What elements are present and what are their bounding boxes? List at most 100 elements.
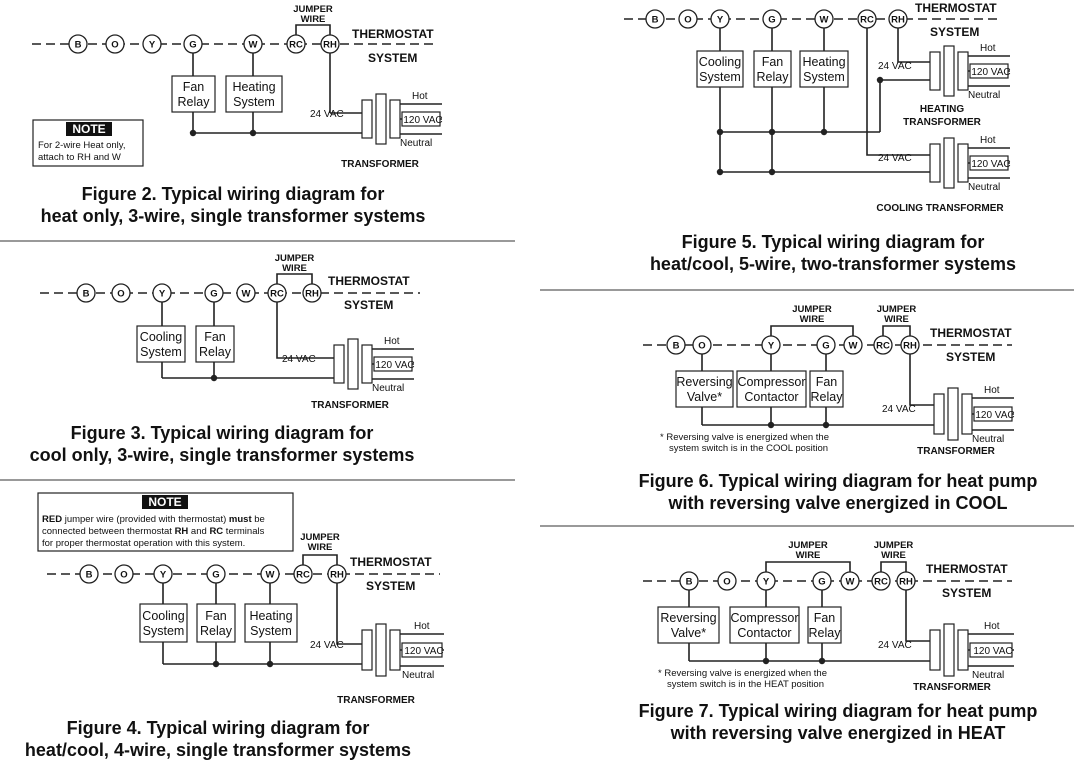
terminal-label: Y [149, 39, 156, 50]
junction-dot [820, 128, 828, 136]
jumper-label: JUMPER [792, 304, 832, 315]
vac120-label-box [401, 111, 441, 127]
terminal-circle [873, 335, 893, 355]
caption-line: Figure 3. Typical wiring diagram for [71, 423, 374, 443]
transformer-coil [929, 143, 941, 183]
component-label: Cooling [140, 330, 182, 344]
junction-dot [212, 660, 220, 668]
hot-label: Hot [414, 621, 430, 632]
terminal-w: W [236, 283, 256, 303]
component-label: Compressor [730, 611, 798, 625]
terminal-label: Y [717, 14, 724, 25]
terminal-label: B [83, 288, 90, 299]
terminal-y: Y [153, 564, 173, 584]
transformer-core [375, 623, 387, 677]
terminal-circle [840, 571, 860, 591]
component-label: Fan [814, 611, 836, 625]
vac120-label-box [401, 642, 443, 658]
component-label: Relay [199, 345, 232, 359]
terminal-o: O [105, 34, 125, 54]
wire [276, 302, 334, 359]
vac120-label-box [969, 642, 1013, 658]
note-text-span: RED [42, 514, 62, 525]
component-label: System [233, 95, 275, 109]
footnote: system switch is in the COOL position [669, 443, 828, 454]
system-label: SYSTEM [368, 51, 417, 65]
component-label: Reversing [660, 611, 716, 625]
vac120-label-box [373, 356, 413, 372]
junction-dot [249, 129, 257, 137]
vac120-label: 120 VAC [971, 67, 1010, 78]
terminal-circle [286, 34, 306, 54]
terminal-label: W [242, 288, 251, 299]
jumper-label: WIRE [800, 314, 825, 325]
transformer-coil [929, 629, 941, 671]
note-text: connected between thermostat RH and RC t… [42, 526, 265, 537]
note-title-bg [142, 495, 188, 509]
caption-line: heat only, 3-wire, single transformer sy… [41, 206, 426, 226]
transformer-coil [389, 629, 401, 671]
terminal-b: B [76, 283, 96, 303]
terminal-g: G [762, 9, 782, 29]
junction-dot [716, 168, 724, 176]
note-frame [32, 119, 144, 167]
terminal-b: B [68, 34, 88, 54]
vac120-label: 120 VAC [403, 115, 442, 126]
transformer-coil [361, 629, 373, 671]
footnote: * Reversing valve is energized when the [660, 432, 829, 443]
transformer-coil [957, 143, 969, 183]
note-text-span: be [252, 514, 265, 525]
transformer-coil [957, 51, 969, 91]
junction-dot [266, 660, 274, 668]
transformer-coil [961, 393, 973, 435]
terminal-o: O [692, 335, 712, 355]
terminal-label: RC [270, 288, 284, 299]
terminal-y: Y [710, 9, 730, 29]
terminal-b: B [666, 335, 686, 355]
terminal-label: RC [289, 39, 303, 50]
transformer-core [943, 137, 955, 189]
vac120-label: 120 VAC [375, 360, 414, 371]
component-label: Valve* [687, 390, 722, 404]
figure-caption: Figure 3. Typical wiring diagram forcool… [30, 423, 415, 465]
component-box [675, 370, 734, 408]
terminal-w: W [260, 564, 280, 584]
hot-label: Hot [412, 91, 428, 102]
terminal-rh: RH [888, 9, 908, 29]
note-title: NOTE [72, 122, 105, 136]
terminal-circle [293, 564, 313, 584]
component-label: Valve* [671, 626, 706, 640]
heating-transformer-label: TRANSFORMER [903, 117, 982, 128]
terminal-label: RC [874, 576, 888, 587]
note-text: RED jumper wire (provided with thermosta… [42, 514, 265, 525]
terminal-label: B [673, 340, 680, 351]
vac24-label: 24 VAC [310, 640, 344, 651]
caption-line: Figure 4. Typical wiring diagram for [67, 718, 370, 738]
thermostat-label: THERMOSTAT [926, 562, 1008, 576]
junction-dot [822, 421, 830, 429]
jumper-line [276, 273, 313, 284]
vac24-label: 24 VAC [878, 153, 912, 164]
terminal-rh: RH [320, 34, 340, 54]
component-label: Relay [811, 390, 844, 404]
caption-line: Figure 2. Typical wiring diagram for [82, 184, 385, 204]
jumper-label: JUMPER [788, 540, 828, 551]
transformer-core [347, 338, 359, 390]
component-label: Relay [757, 70, 790, 84]
neutral-label: Neutral [372, 383, 404, 394]
jumper-label: WIRE [301, 14, 326, 25]
vac120-label: 120 VAC [975, 410, 1014, 421]
thermostat-label: THERMOSTAT [930, 326, 1012, 340]
terminal-rc: RC [267, 283, 287, 303]
note-text-span: jumper wire (provided with thermostat) [62, 514, 229, 525]
figure-caption: Figure 6. Typical wiring diagram for hea… [639, 471, 1038, 513]
component-box [809, 370, 844, 408]
